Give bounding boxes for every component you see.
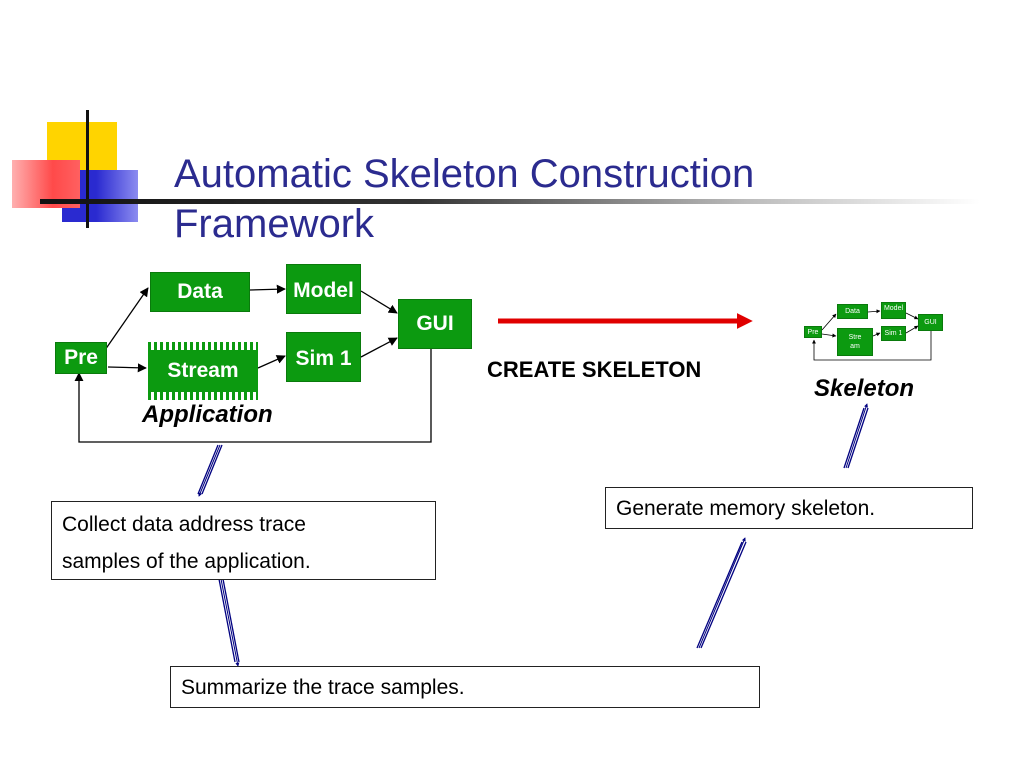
arrow-app-to-collect xyxy=(197,444,223,497)
skeleton-node-sim: Sim 1 xyxy=(881,326,906,341)
edge-stream-sim xyxy=(257,355,286,369)
step-collect-box: Collect data address trace samples of th… xyxy=(51,501,436,580)
edge-gui-pre-feedback xyxy=(74,349,432,443)
slide-title-line-2: Framework xyxy=(174,202,375,246)
edge-model-gui xyxy=(360,290,398,314)
skeleton-node-gui: GUI xyxy=(918,314,943,331)
step-summarize-text: Summarize the trace samples. xyxy=(181,676,465,699)
edge-sim-gui xyxy=(360,337,398,358)
node-data-label: Data xyxy=(177,280,223,303)
node-model: Model xyxy=(286,264,361,314)
node-sim: Sim 1 xyxy=(286,332,361,382)
step-generate-box: Generate memory skeleton. xyxy=(605,487,973,529)
node-data: Data xyxy=(150,272,250,312)
skeleton-node-stream: Stre am xyxy=(837,328,873,356)
node-sim-label: Sim 1 xyxy=(295,347,352,370)
logo-vertical-line xyxy=(86,110,89,228)
arrow-summarize-to-generate xyxy=(696,537,747,649)
edge-pre-stream xyxy=(107,363,147,373)
step-summarize-box: Summarize the trace samples. xyxy=(170,666,760,708)
skeleton-node-pre: Pre xyxy=(804,326,822,338)
node-model-label: Model xyxy=(293,279,354,302)
skeleton-label: Skeleton xyxy=(814,375,915,402)
arrow-generate-to-skeleton xyxy=(843,403,869,469)
step-collect-line-1: Collect data address trace xyxy=(62,513,306,536)
skeleton-node-data: Data xyxy=(837,304,868,319)
node-gui: GUI xyxy=(398,299,472,349)
step-collect-line-2: samples of the application. xyxy=(62,550,311,573)
title-underline xyxy=(40,199,980,204)
node-stream: Stream xyxy=(148,342,258,400)
application-label: Application xyxy=(142,401,273,428)
node-pre-label: Pre xyxy=(64,346,98,369)
edge-data-model xyxy=(249,284,286,294)
node-gui-label: GUI xyxy=(416,312,454,335)
edge-pre-data xyxy=(104,287,149,351)
node-stream-label: Stream xyxy=(167,359,239,382)
node-pre: Pre xyxy=(55,342,107,374)
create-skeleton-label: CREATE SKELETON xyxy=(487,357,702,382)
skeleton-node-model: Model xyxy=(881,302,906,319)
arrow-collect-to-summarize xyxy=(218,578,240,667)
step-generate-text: Generate memory skeleton. xyxy=(616,497,876,520)
slide-title-line-1: Automatic Skeleton Construction xyxy=(174,152,755,196)
